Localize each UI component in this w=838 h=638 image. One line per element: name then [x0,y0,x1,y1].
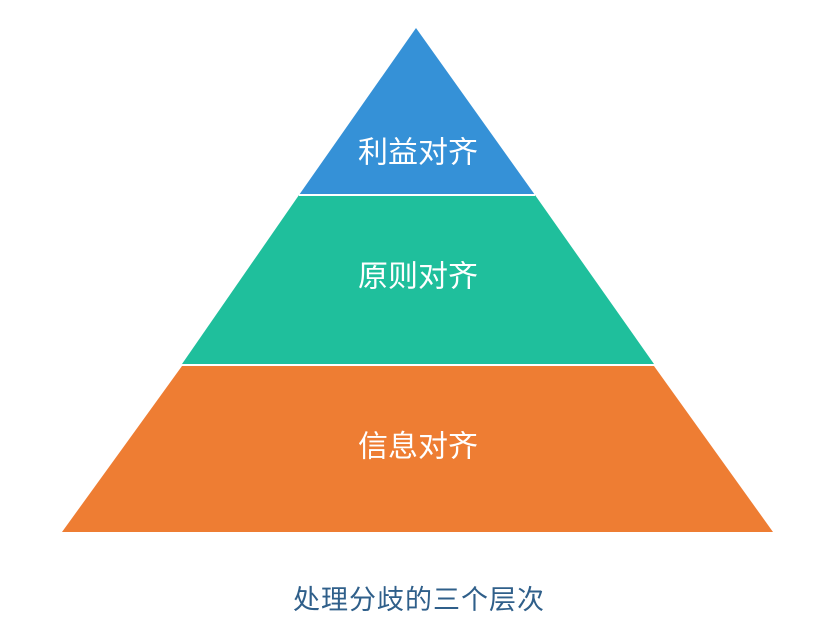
diagram-caption: 处理分歧的三个层次 [293,585,545,616]
pyramid-layer-middle [182,195,654,364]
pyramid-diagram: 利益对齐 原则对齐 信息对齐 [62,28,773,532]
pyramid-layer-top [299,28,535,195]
layer-label-middle: 原则对齐 [358,260,478,295]
pyramid-layer-bottom [62,366,773,532]
layer-label-top: 利益对齐 [358,136,478,171]
layer-label-bottom: 信息对齐 [358,430,478,465]
